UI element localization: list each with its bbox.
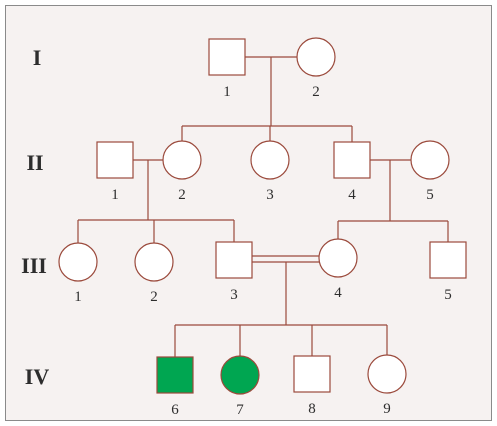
generation-label-IV: IV	[25, 364, 50, 389]
pedigree-chart-frame	[5, 5, 492, 421]
generation-label-III: III	[21, 253, 47, 278]
female-circle-II-5	[410, 140, 450, 180]
individual-number-III-4: 4	[334, 285, 342, 301]
female-circle-IV-9	[367, 354, 407, 394]
female-circle-III-2	[134, 242, 174, 282]
individual-number-I-1: 1	[223, 84, 231, 100]
individual-number-III-1: 1	[74, 289, 82, 305]
individual-number-IV-9: 9	[383, 401, 391, 417]
individual-number-IV-6: 6	[171, 402, 179, 418]
male-square-II-1	[96, 141, 134, 179]
male-square-III-3	[215, 241, 253, 279]
male-square-III-5	[429, 241, 467, 279]
individual-number-IV-8: 8	[308, 401, 316, 417]
male-square-IV-8	[293, 355, 331, 393]
female-circle-II-2	[162, 140, 202, 180]
female-circle-I-2	[296, 37, 336, 77]
individual-number-II-3: 3	[266, 187, 274, 203]
individual-number-III-2: 2	[150, 289, 158, 305]
female-circle-II-3	[250, 140, 290, 180]
affected-male-square-IV-6	[156, 356, 194, 394]
female-circle-III-4	[318, 238, 358, 278]
female-circle-III-1	[58, 242, 98, 282]
male-square-I-1	[208, 38, 246, 76]
individual-number-III-5: 5	[444, 287, 452, 303]
individual-number-III-3: 3	[230, 287, 238, 303]
generation-label-II: II	[26, 150, 43, 175]
male-square-II-4	[333, 141, 371, 179]
individual-number-II-4: 4	[348, 187, 356, 203]
affected-female-circle-IV-7	[220, 355, 260, 395]
individual-number-II-1: 1	[111, 187, 119, 203]
individual-number-IV-7: 7	[236, 402, 244, 418]
individual-number-I-2: 2	[312, 84, 320, 100]
individual-number-II-5: 5	[426, 187, 434, 203]
individual-number-II-2: 2	[178, 187, 186, 203]
generation-label-I: I	[33, 45, 42, 70]
